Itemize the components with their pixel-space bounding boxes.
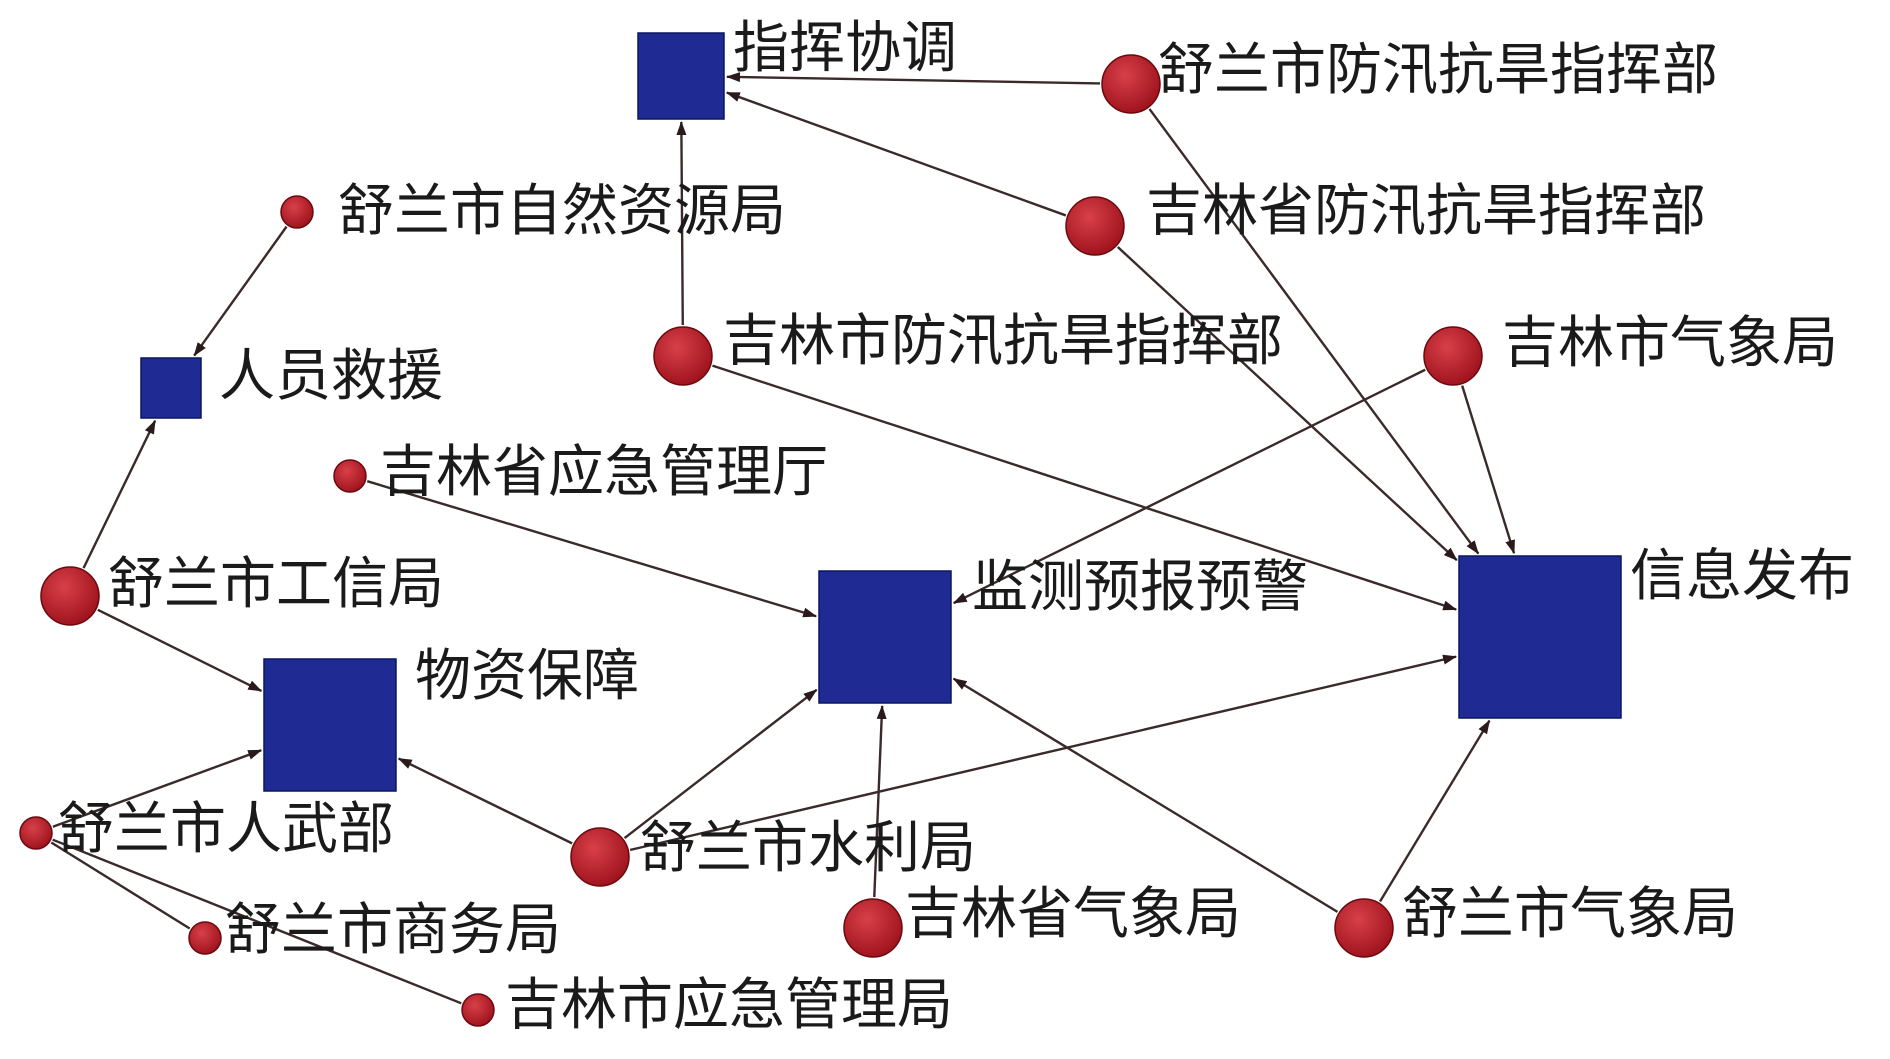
agency-node-jilin_city_flood [653,326,713,386]
task-node-command [637,32,725,120]
link-jilin_city_emerg-to-shulan_armed [52,838,462,1005]
label-jilin_prov_met: 吉林省气象局 [905,882,1241,947]
agency-node-shulan_armed [19,816,53,850]
edge-shulan_met-to-monitor [952,677,1339,913]
label-jilin_prov_flood: 吉林省防汛抗旱指挥部 [1146,179,1706,244]
agency-node-jilin_prov_met [843,898,903,958]
label-shulan_commerce: 舒兰市商务局 [225,898,561,963]
label-rescue: 人员救援 [219,344,443,409]
edge-jilin_city_met-to-info [1461,385,1516,555]
label-shulan_flood: 舒兰市防汛抗旱指挥部 [1158,38,1718,103]
edge-shulan_flood-to-info [1148,108,1480,555]
label-shulan_water: 舒兰市水利局 [640,816,976,881]
edge-shulan_flood-to-command [725,72,1101,85]
agency-node-jilin_prov_emerg [333,459,367,493]
agency-node-jilin_city_emerg [461,993,495,1027]
edge-shulan_met-to-info [1379,719,1491,903]
label-material: 物资保障 [415,644,639,709]
edge-jilin_city_flood-to-command [676,120,687,326]
task-node-monitor [818,570,952,704]
agency-node-shulan_met [1334,898,1394,958]
task-node-rescue [140,357,202,419]
agency-node-shulan_water [570,827,630,887]
edge-shulan_water-to-monitor [623,688,818,840]
link-shulan_commerce-to-shulan_armed [50,841,191,930]
edges-layer [50,72,1516,1005]
label-shulan_natres: 舒兰市自然资源局 [338,179,786,244]
edge-jilin_city_flood-to-info [712,364,1458,611]
task-node-material [263,658,397,792]
agency-node-shulan_natres [280,195,314,229]
task-node-info [1458,555,1622,719]
label-info: 信息发布 [1630,544,1854,609]
agency-node-jilin_city_met [1423,326,1483,386]
edge-shulan_water-to-material [397,757,573,845]
label-monitor: 监测预报预警 [972,555,1308,620]
edge-jilin_city_met-to-monitor [952,368,1426,605]
nodes-layer [19,32,1622,1027]
edge-shulan_natres-to-rescue [193,225,288,357]
edge-jilin_prov_met-to-monitor [873,704,887,898]
label-shulan_mii: 舒兰市工信局 [108,552,444,617]
labels-layer: 舒兰市防汛抗旱指挥部吉林省防汛抗旱指挥部舒兰市自然资源局吉林市防汛抗旱指挥部吉林… [58,16,1854,1038]
label-jilin_city_flood: 吉林市防汛抗旱指挥部 [723,309,1283,374]
label-jilin_city_emerg: 吉林市应急管理局 [505,973,953,1038]
label-shulan_met: 舒兰市气象局 [1402,882,1738,947]
label-command: 指挥协调 [733,16,957,81]
edge-shulan_armed-to-material [52,749,263,828]
label-jilin_city_met: 吉林市气象局 [1502,311,1838,376]
agency-node-shulan_flood [1101,54,1161,114]
agency-node-shulan_commerce [188,921,222,955]
agency-node-shulan_mii [40,566,100,626]
label-shulan_armed: 舒兰市人武部 [58,797,394,862]
edge-shulan_water-to-info [629,654,1458,852]
agency-node-jilin_prov_flood [1065,196,1125,256]
edge-shulan_mii-to-material [97,608,263,692]
edge-jilin_prov_emerg-to-monitor [366,480,818,618]
label-jilin_prov_emerg: 吉林省应急管理厅 [380,440,828,505]
edge-jilin_prov_flood-to-command [725,91,1067,217]
edge-jilin_prov_flood-to-info [1116,246,1458,562]
edge-shulan_mii-to-rescue [82,419,157,569]
